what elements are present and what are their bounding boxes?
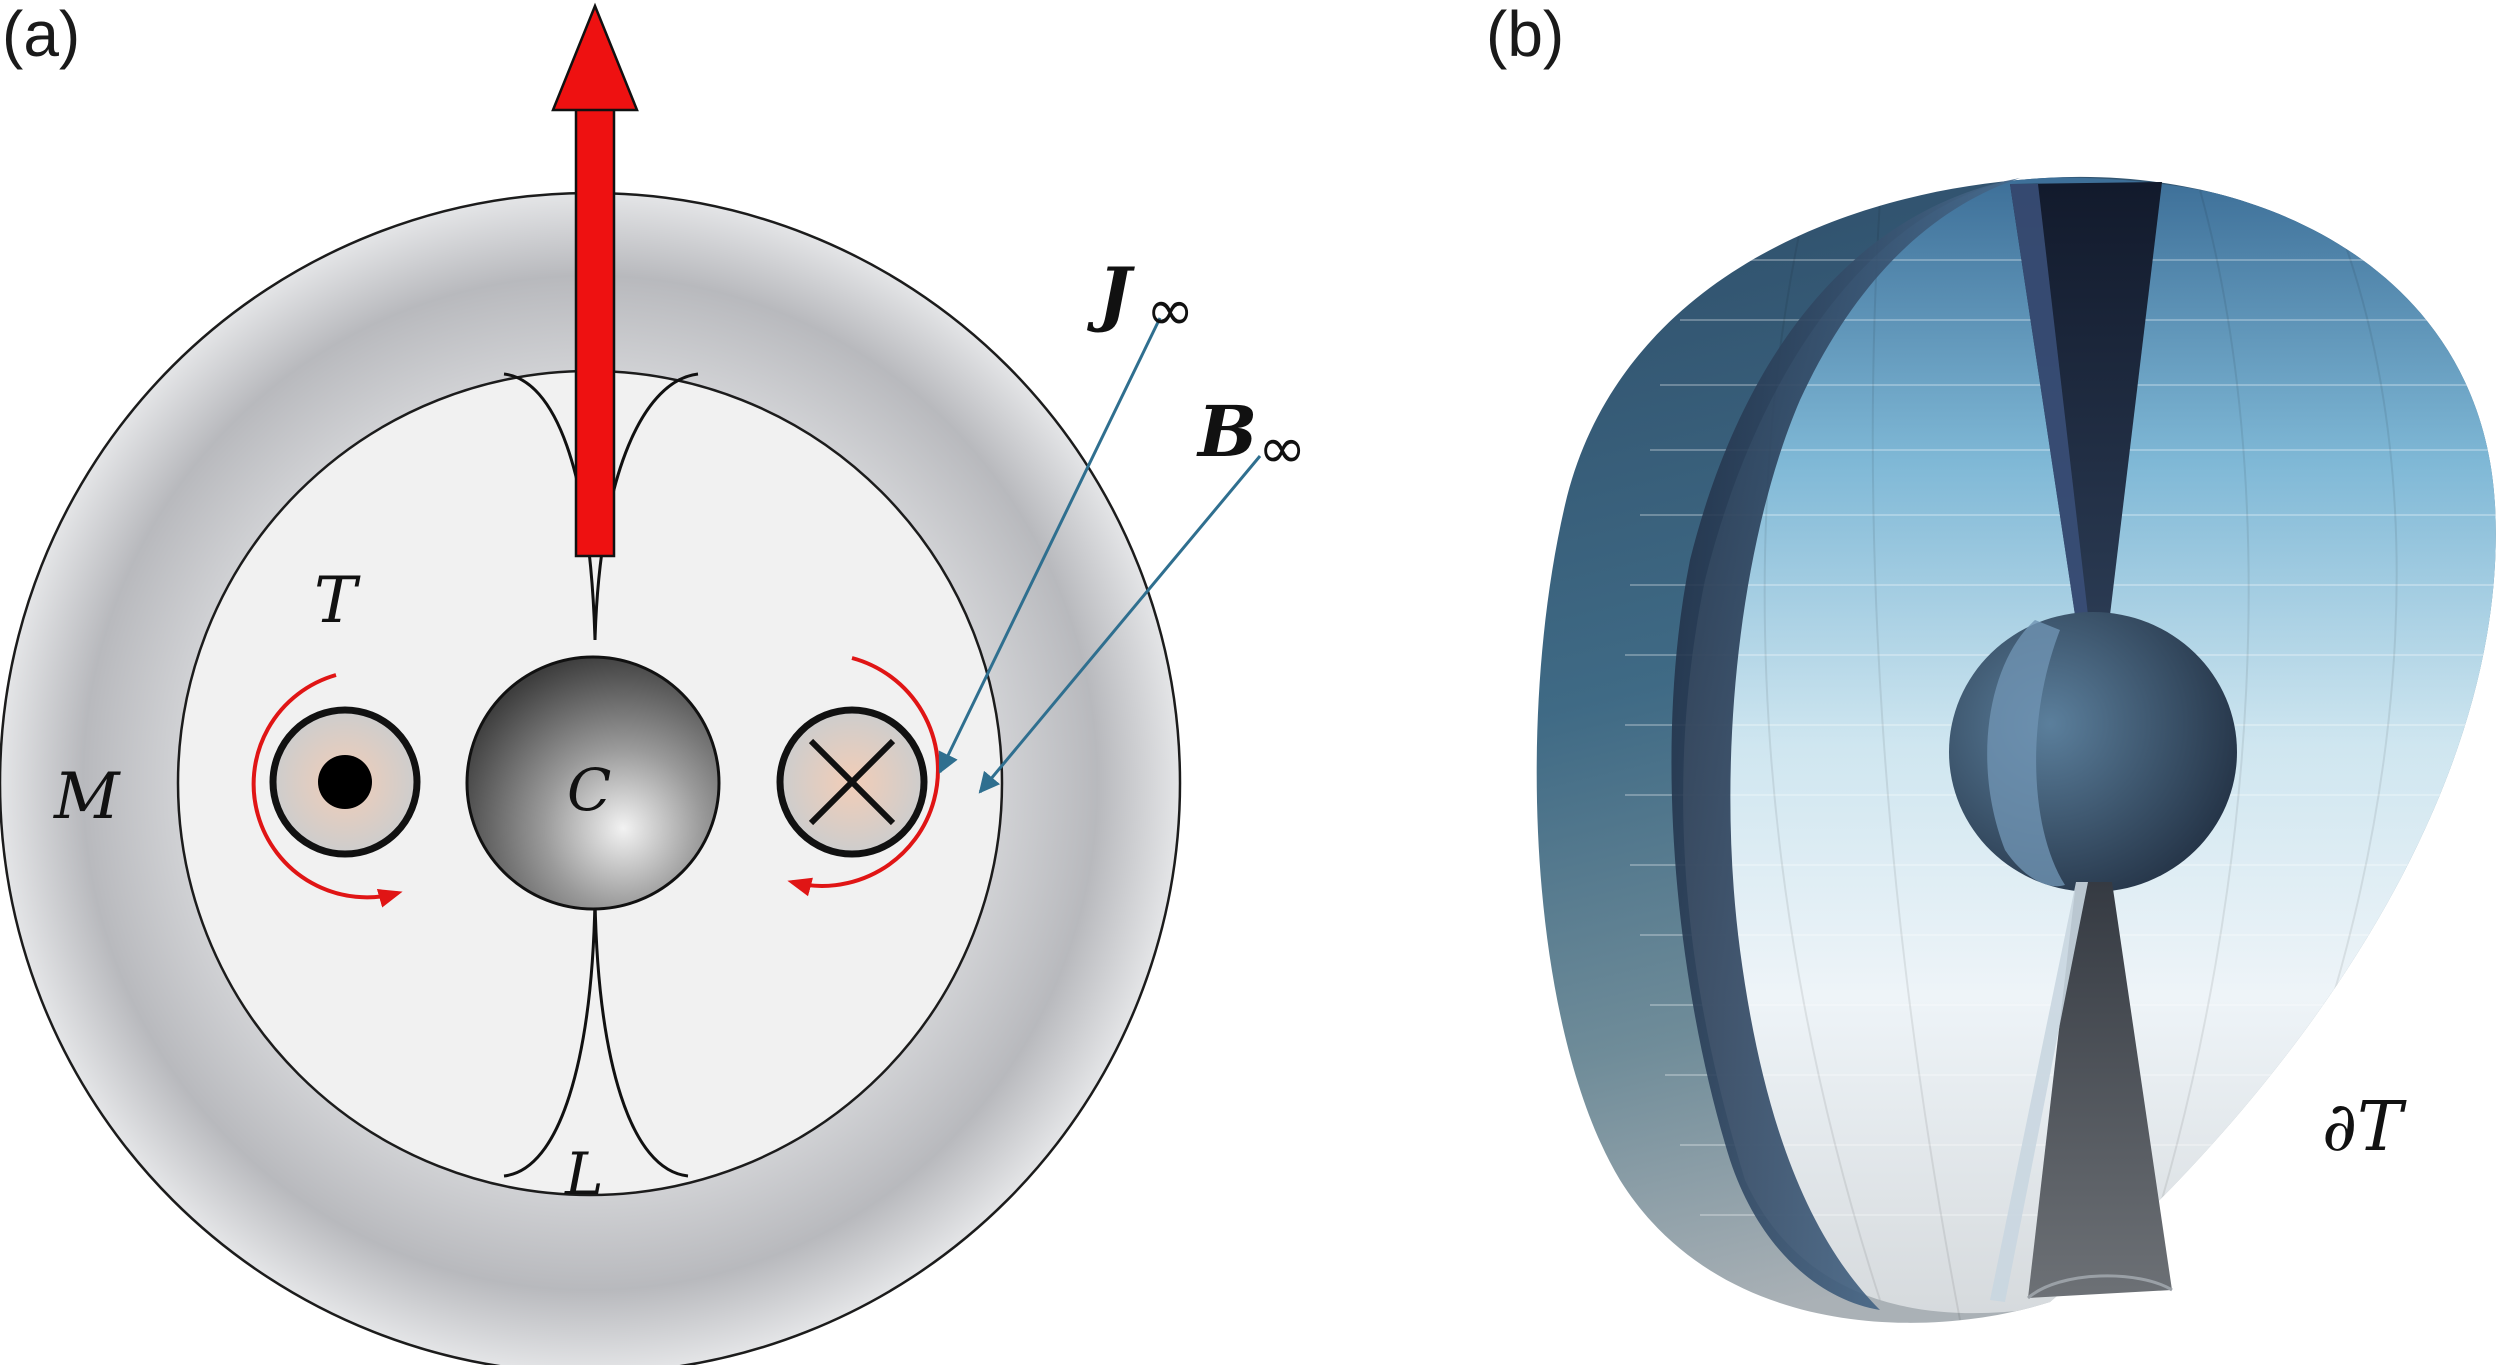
B-pointer <box>978 455 1262 794</box>
label-dT: ∂T <box>2322 1088 2407 1167</box>
current-in-marker <box>776 706 928 858</box>
panel-a: (a) <box>0 0 1306 1365</box>
label-B-infinity: B ∞ <box>1196 390 1306 482</box>
label-J-infinity: J ∞ <box>1087 252 1194 344</box>
core-sphere <box>465 655 721 911</box>
panel-b: (b) <box>1486 0 2496 1323</box>
panel-a-label: (a) <box>2 0 80 70</box>
label-M: M <box>53 760 121 834</box>
red-arrow <box>551 2 639 558</box>
top-cone-edge <box>2010 184 2088 615</box>
label-T: T <box>314 564 361 638</box>
label-J: J <box>1087 252 1135 335</box>
central-sphere-highlight <box>1987 620 2065 887</box>
label-J-subscript: ∞ <box>1146 276 1194 344</box>
label-B: B <box>1196 390 1257 473</box>
bottom-cone-edge <box>1990 882 2088 1302</box>
current-out-marker <box>269 706 421 858</box>
cut-edge-band <box>1671 178 2020 1310</box>
torus-surface-cutaway <box>1536 176 2496 1323</box>
circulation-arrow-left <box>251 673 403 908</box>
label-B-subscript: ∞ <box>1258 414 1306 482</box>
label-L: L <box>564 1140 604 1208</box>
circulation-arrow-right <box>787 656 940 897</box>
field-lines <box>503 372 699 1178</box>
bottom-cone-rim <box>2027 1274 2173 1300</box>
J-pointer <box>938 317 1162 774</box>
label-C: C <box>567 756 611 824</box>
panel-b-label: (b) <box>1486 0 1564 70</box>
